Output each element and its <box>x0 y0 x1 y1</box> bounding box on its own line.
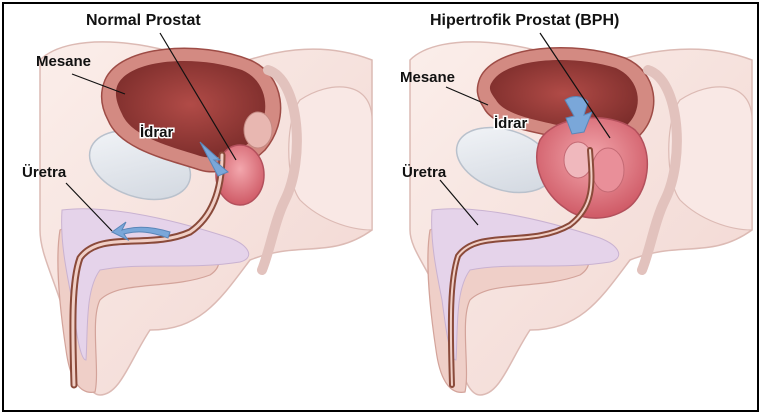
left-urethra-label: Üretra <box>22 164 67 181</box>
right-urethra-label: Üretra <box>402 164 447 181</box>
left-bladder-label: Mesane <box>36 53 91 70</box>
right-urine-label: İdrar <box>494 115 528 132</box>
left-urine-label: İdrar <box>140 124 174 141</box>
right-title: Hipertrofik Prostat (BPH) <box>430 12 619 29</box>
seminal-vesicle <box>244 112 272 148</box>
right-bladder-label: Mesane <box>400 69 455 86</box>
bph-prostate-panel: Hipertrofik Prostat (BPH) Mesane İdrar Ü… <box>400 12 752 395</box>
left-title: Normal Prostat <box>86 12 201 29</box>
prostate-lobe <box>592 148 624 192</box>
normal-prostate-panel: Normal Prostat Mesane İdrar Üretra <box>22 12 372 395</box>
